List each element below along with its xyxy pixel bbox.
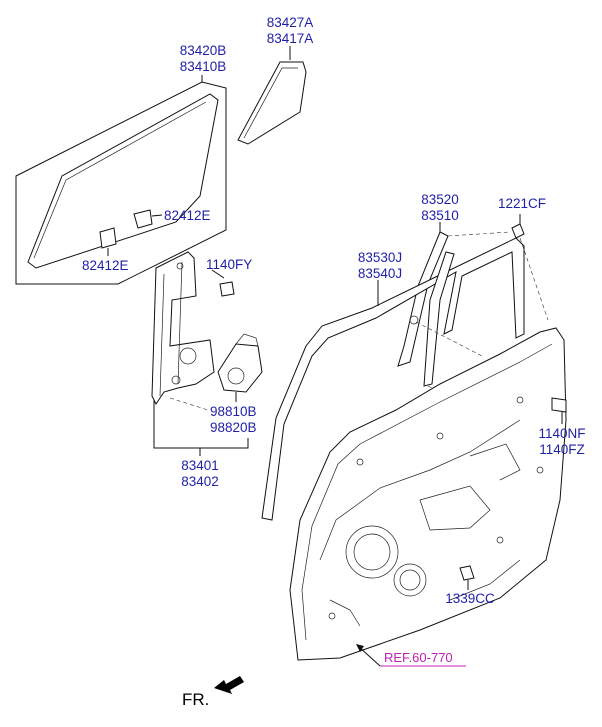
run-channel-main-label-2: 83540J xyxy=(358,266,402,281)
window-regulator xyxy=(151,251,215,405)
quarter-glass xyxy=(237,46,307,145)
regulator-label-1: 83401 xyxy=(181,458,219,473)
bolt-regulator xyxy=(211,269,235,297)
nut xyxy=(459,565,475,590)
bolt-regulator-label: 1140FY xyxy=(206,257,252,272)
run-channel-rear-label-2: 83510 xyxy=(421,208,459,223)
door-glass-label-1: 83420B xyxy=(180,43,227,58)
arrow-down-left-icon xyxy=(214,676,244,694)
nut-label: 1339CC xyxy=(445,591,495,606)
run-channel-main-label-1: 83530J xyxy=(358,250,402,265)
bolt-top-label: 1221CF xyxy=(498,196,546,211)
run-channel-rear xyxy=(397,222,449,367)
quarter-glass-label-2: 83417A xyxy=(267,31,314,46)
clip-upper-label: 82412E xyxy=(164,208,211,223)
door-glass-group-outline xyxy=(15,75,227,285)
door-inner-panel xyxy=(289,327,567,661)
glass-clip-upper xyxy=(133,209,163,229)
reference-label: REF.60-770 xyxy=(384,650,453,665)
run-channel-main xyxy=(261,237,525,521)
door-glass xyxy=(27,93,219,269)
glass-clip-lower xyxy=(99,227,117,256)
quarter-glass-label-1: 83427A xyxy=(267,15,314,30)
reference-leader xyxy=(356,644,466,667)
bolt-side xyxy=(551,397,567,424)
front-label: FR. xyxy=(182,690,209,709)
bolt-side-label-2: 1140FZ xyxy=(539,442,585,457)
bolt-side-label-1: 1140NF xyxy=(538,426,585,441)
motor-label-1: 98810B xyxy=(210,404,257,419)
bolt-top xyxy=(511,214,525,239)
window-motor xyxy=(217,333,263,402)
run-channel-rear-label-1: 83520 xyxy=(421,192,459,207)
clip-lower-label: 82412E xyxy=(82,258,129,273)
regulator-label-2: 83402 xyxy=(181,474,219,489)
door-glass-label-2: 83410B xyxy=(180,59,227,74)
motor-label-2: 98820B xyxy=(210,420,257,435)
